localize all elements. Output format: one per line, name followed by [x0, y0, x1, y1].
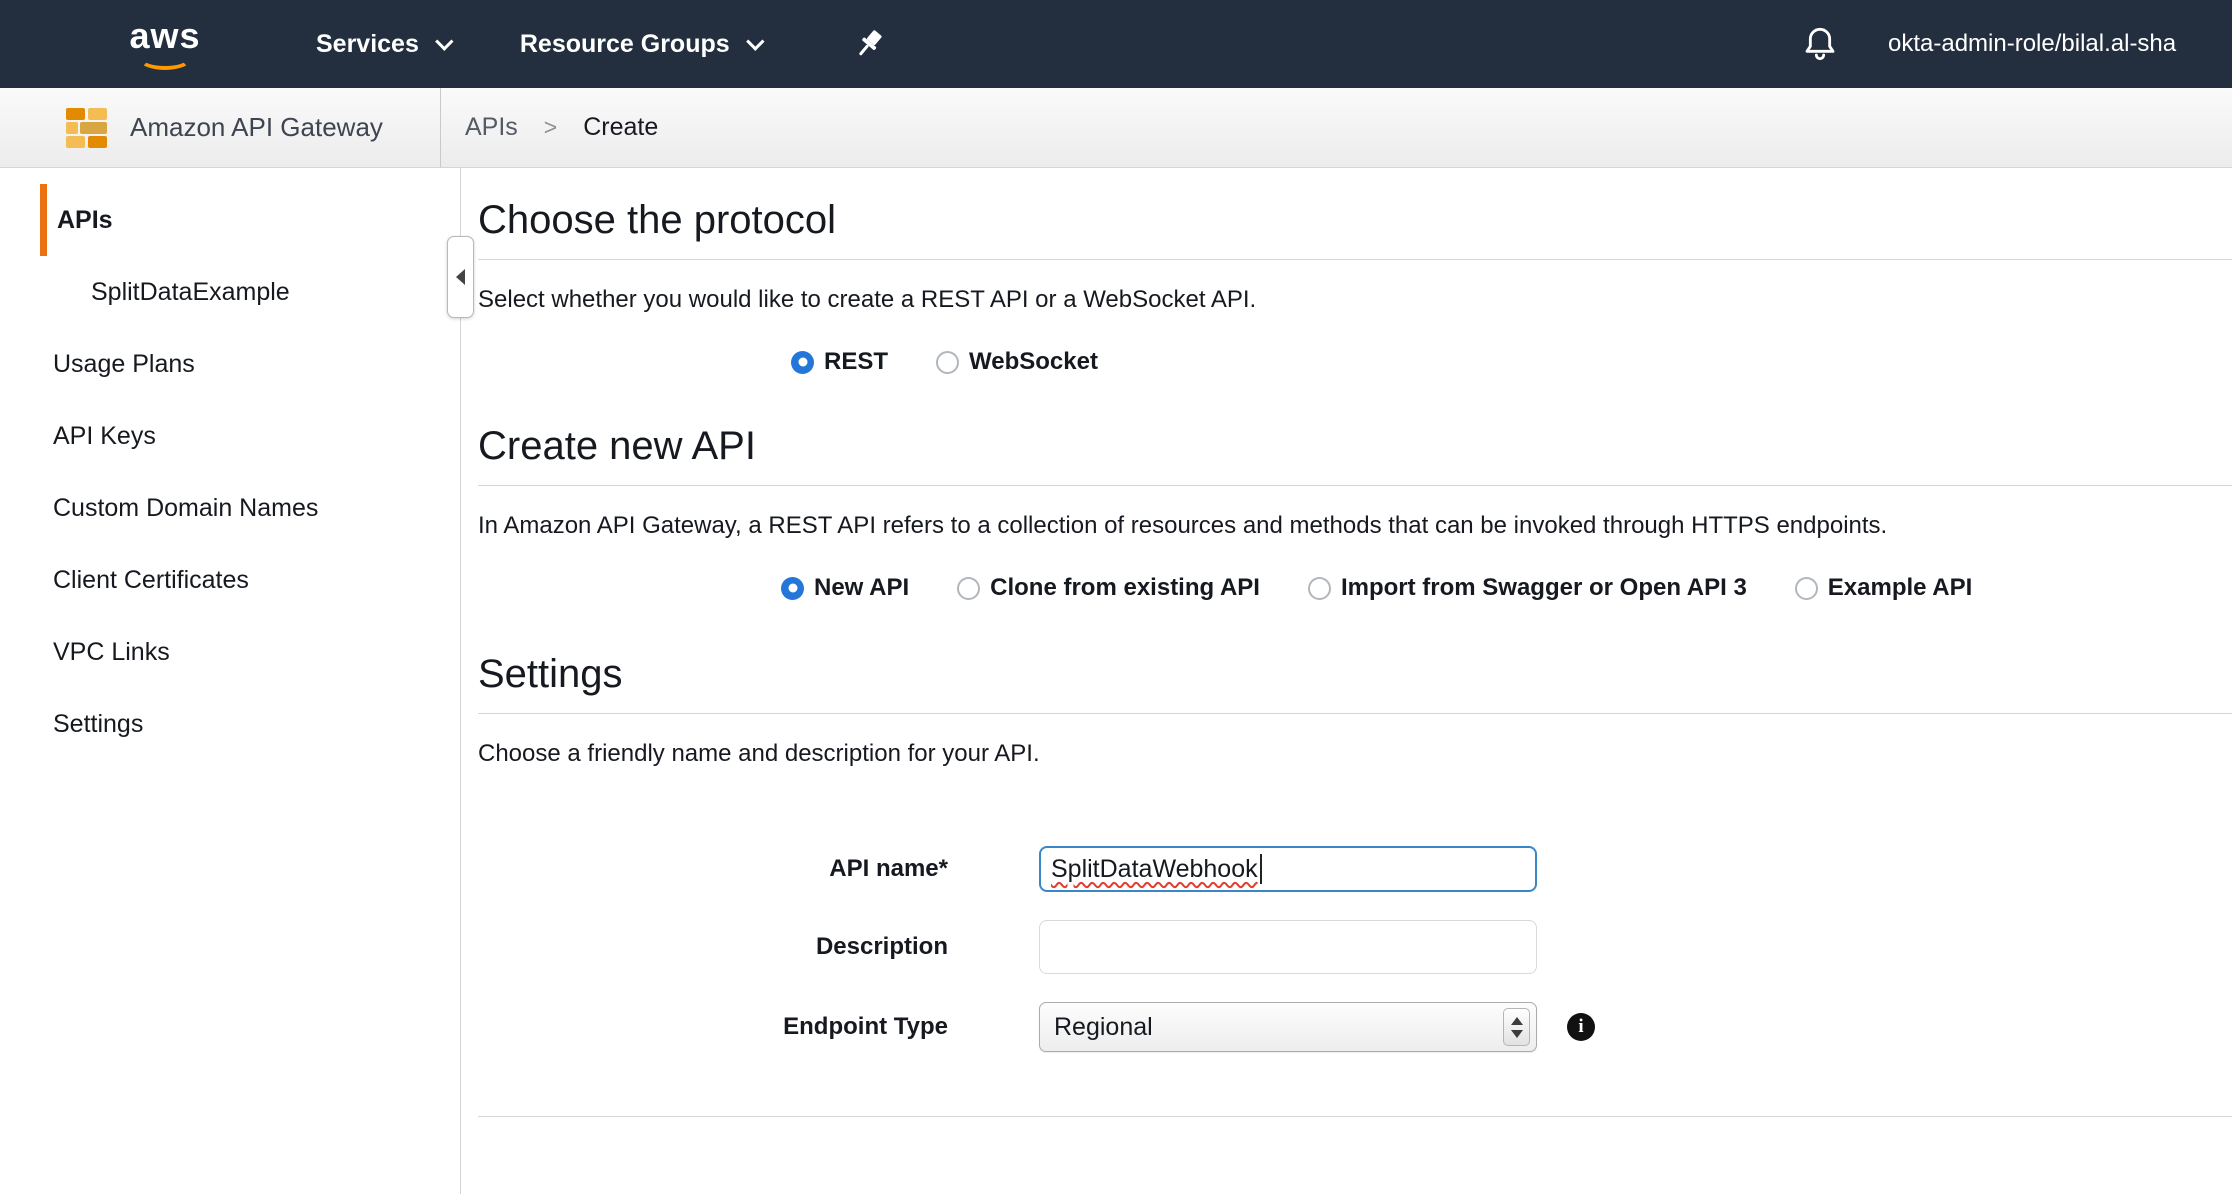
radio-clone-api-label: Clone from existing API — [990, 574, 1260, 601]
sidebar-item-apis[interactable]: APIs — [40, 184, 460, 256]
select-stepper-icon — [1503, 1008, 1530, 1046]
radio-selected-icon — [781, 576, 804, 600]
sidebar-item-client-certificates[interactable]: Client Certificates — [53, 565, 249, 594]
sidebar-item-settings[interactable]: Settings — [53, 709, 144, 738]
radio-websocket-label: WebSocket — [969, 348, 1098, 375]
text-cursor — [1259, 854, 1262, 884]
description-label: Description — [815, 933, 948, 960]
resource-groups-menu[interactable]: Resource Groups — [519, 29, 765, 59]
chevron-left-icon — [456, 269, 465, 285]
api-name-value: SplitDataWebhook — [1051, 854, 1258, 883]
radio-unselected-icon — [1307, 576, 1331, 600]
services-menu[interactable]: Services — [316, 29, 454, 59]
api-name-input[interactable]: SplitDataWebhook — [1039, 846, 1537, 892]
sidebar-item-splitdataexample[interactable]: SplitDataExample — [91, 277, 290, 306]
radio-import-swagger[interactable]: Import from Swagger or Open API 3 — [1307, 574, 1747, 602]
api-name-label: API name* — [829, 855, 948, 882]
breadcrumb-separator: > — [543, 114, 558, 140]
sidebar: APIs SplitDataExample Usage Plans API Ke… — [0, 168, 474, 1194]
endpoint-type-select[interactable]: Regional — [1039, 1002, 1537, 1052]
radio-import-swagger-label: Import from Swagger or Open API 3 — [1340, 574, 1747, 601]
pushpin-icon — [858, 30, 882, 56]
resource-groups-menu-label: Resource Groups — [519, 29, 730, 58]
account-label: okta-admin-role/bilal.al-sha — [1888, 30, 2177, 57]
section-divider — [478, 259, 2232, 260]
radio-rest[interactable]: REST — [791, 348, 888, 376]
endpoint-type-label: Endpoint Type — [783, 1013, 948, 1040]
api-name-row: API name* SplitDataWebhook — [478, 846, 2232, 892]
endpoint-type-controls: Regional i — [1039, 1002, 1595, 1052]
content-area: APIs SplitDataExample Usage Plans API Ke… — [0, 168, 2232, 1194]
sidebar-item-api-keys[interactable]: API Keys — [53, 421, 156, 450]
services-menu-label: Services — [316, 29, 419, 58]
endpoint-type-row: Endpoint Type Regional i — [478, 1002, 2232, 1052]
api-gateway-icon — [66, 107, 107, 148]
breadcrumb: APIs > Create — [465, 113, 658, 142]
sidebar-item-custom-domain-names[interactable]: Custom Domain Names — [53, 493, 319, 522]
protocol-section-title: Choose the protocol — [478, 198, 837, 242]
service-title: Amazon API Gateway — [130, 112, 383, 142]
breadcrumb-apis-link[interactable]: APIs — [465, 113, 518, 141]
info-icon[interactable]: i — [1567, 1013, 1595, 1041]
sidebar-collapse-button[interactable] — [447, 236, 474, 318]
main-panel: Choose the protocol Select whether you w… — [461, 168, 2232, 1194]
description-row: Description — [478, 920, 2232, 974]
radio-clone-api[interactable]: Clone from existing API — [957, 574, 1260, 602]
radio-example-api-label: Example API — [1827, 574, 1973, 601]
sidebar-item-vpc-links[interactable]: VPC Links — [53, 637, 170, 666]
radio-new-api-label: New API — [814, 574, 910, 601]
chevron-down-icon — [435, 31, 454, 51]
radio-websocket[interactable]: WebSocket — [936, 348, 1098, 376]
aws-logo-text: aws — [129, 15, 201, 56]
endpoint-type-value: Regional — [1054, 1012, 1153, 1041]
radio-rest-label: REST — [824, 348, 889, 375]
radio-unselected-icon — [1794, 576, 1818, 600]
notifications-button[interactable] — [1800, 24, 1840, 69]
settings-form: API name* SplitDataWebhook Description E… — [478, 846, 2232, 1052]
radio-example-api[interactable]: Example API — [1794, 574, 1973, 602]
aws-logo[interactable]: aws — [122, 18, 208, 70]
section-divider — [478, 485, 2232, 486]
radio-unselected-icon — [957, 576, 981, 600]
service-header-bar: Amazon API Gateway APIs > Create — [0, 88, 2232, 168]
section-divider — [478, 1116, 2232, 1117]
settings-section-title: Settings — [478, 652, 623, 696]
create-radio-group: New API Clone from existing API Import f… — [781, 574, 2232, 602]
notifications-bell-icon — [1805, 27, 1835, 61]
sidebar-item-usage-plans[interactable]: Usage Plans — [53, 349, 195, 378]
protocol-description: Select whether you would like to create … — [478, 286, 1257, 313]
top-navigation-bar: aws Services Resource Groups — [0, 0, 2232, 88]
protocol-radio-group: REST WebSocket — [791, 348, 2232, 376]
aws-smile-icon — [139, 48, 191, 70]
pushpin-button[interactable] — [851, 26, 887, 62]
radio-selected-icon — [791, 350, 814, 374]
chevron-down-icon — [745, 31, 765, 51]
create-description: In Amazon API Gateway, a REST API refers… — [478, 512, 1888, 539]
radio-new-api[interactable]: New API — [781, 574, 909, 602]
service-title-block[interactable]: Amazon API Gateway — [0, 88, 441, 167]
description-input[interactable] — [1039, 920, 1537, 974]
section-divider — [478, 713, 2232, 714]
breadcrumb-current: Create — [583, 113, 659, 141]
create-section-title: Create new API — [478, 424, 756, 468]
account-menu[interactable]: okta-admin-role/bilal.al-sha — [1888, 0, 2176, 88]
radio-unselected-icon — [936, 350, 960, 374]
settings-description: Choose a friendly name and description f… — [478, 740, 1040, 767]
